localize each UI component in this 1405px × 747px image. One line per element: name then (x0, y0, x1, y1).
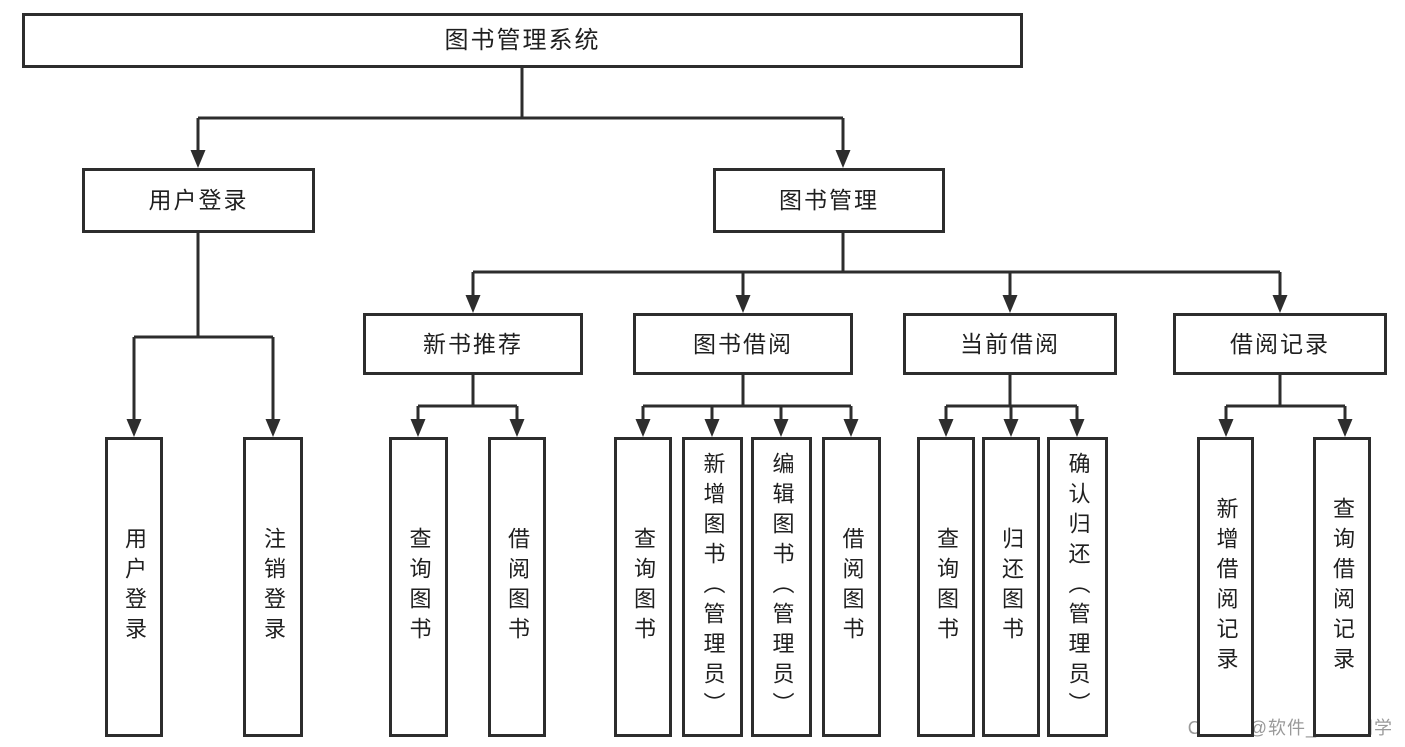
node-leaf-query-borrow-record: 查询借阅记录 (1313, 437, 1371, 737)
node-book-management: 图书管理 (713, 168, 945, 233)
node-current-borrowing: 当前借阅 (903, 313, 1117, 375)
node-new-book-recommend-label: 新书推荐 (423, 330, 523, 357)
node-leaf-borrow-books-b-label: 借阅图书 (839, 527, 865, 647)
arrowhead-icon (410, 419, 426, 437)
node-leaf-query-books-b: 查询图书 (614, 437, 672, 737)
node-leaf-add-borrow-record: 新增借阅记录 (1197, 437, 1254, 737)
node-book-borrowing: 图书借阅 (633, 313, 853, 375)
node-book-management-label: 图书管理 (779, 187, 879, 213)
arrowhead-icon (843, 419, 859, 437)
arrowhead-icon (1272, 295, 1288, 313)
node-leaf-add-books: 新增图书（管理员） (682, 437, 743, 737)
node-leaf-confirm-return: 确认归还（管理员） (1047, 437, 1108, 737)
node-leaf-confirm-return-label: 确认归还（管理员） (1065, 452, 1091, 722)
arrowhead-icon (465, 295, 481, 313)
node-user-login: 用户登录 (82, 168, 315, 233)
arrowhead-icon (835, 150, 851, 168)
arrowhead-icon (938, 419, 954, 437)
node-leaf-borrow-books-b: 借阅图书 (822, 437, 881, 737)
node-leaf-add-borrow-record-label: 新增借阅记录 (1213, 497, 1239, 677)
node-leaf-user-login-label: 用户登录 (122, 527, 147, 647)
node-leaf-return-books: 归还图书 (982, 437, 1040, 737)
node-book-borrowing-label: 图书借阅 (693, 330, 793, 357)
arrowhead-icon (265, 419, 281, 437)
arrowhead-icon (190, 150, 206, 168)
arrowhead-icon (1218, 419, 1234, 437)
node-leaf-borrow-books-a-label: 借阅图书 (505, 527, 530, 647)
arrowhead-icon (126, 419, 142, 437)
node-leaf-user-login: 用户登录 (105, 437, 163, 737)
node-leaf-query-books-c-label: 查询图书 (934, 527, 959, 647)
arrowhead-icon (509, 419, 525, 437)
node-root-label: 图书管理系统 (444, 26, 601, 54)
node-leaf-edit-books-label: 编辑图书（管理员） (769, 452, 795, 722)
node-leaf-add-books-label: 新增图书（管理员） (700, 452, 726, 722)
node-user-login-label: 用户登录 (148, 187, 249, 213)
node-leaf-query-books-c: 查询图书 (917, 437, 975, 737)
node-leaf-edit-books: 编辑图书（管理员） (751, 437, 812, 737)
node-leaf-logout-label: 注销登录 (261, 527, 286, 647)
node-leaf-query-books-a: 查询图书 (389, 437, 448, 737)
arrowhead-icon (1003, 419, 1019, 437)
arrowhead-icon (1002, 295, 1018, 313)
node-leaf-return-books-label: 归还图书 (999, 527, 1024, 647)
node-current-borrowing-label: 当前借阅 (960, 330, 1060, 357)
arrowhead-icon (735, 295, 751, 313)
arrowhead-icon (704, 419, 720, 437)
arrowhead-icon (635, 419, 651, 437)
arrowhead-icon (1337, 419, 1353, 437)
node-borrowing-records-label: 借阅记录 (1230, 330, 1330, 357)
node-borrowing-records: 借阅记录 (1173, 313, 1387, 375)
node-leaf-query-books-a-label: 查询图书 (406, 527, 432, 647)
arrowhead-icon (1069, 419, 1085, 437)
node-leaf-query-borrow-record-label: 查询借阅记录 (1330, 497, 1355, 677)
node-leaf-borrow-books-a: 借阅图书 (488, 437, 546, 737)
arrowhead-icon (773, 419, 789, 437)
node-new-book-recommend: 新书推荐 (363, 313, 583, 375)
node-leaf-query-books-b-label: 查询图书 (631, 527, 656, 647)
node-root: 图书管理系统 (22, 13, 1023, 68)
node-leaf-logout: 注销登录 (243, 437, 303, 737)
